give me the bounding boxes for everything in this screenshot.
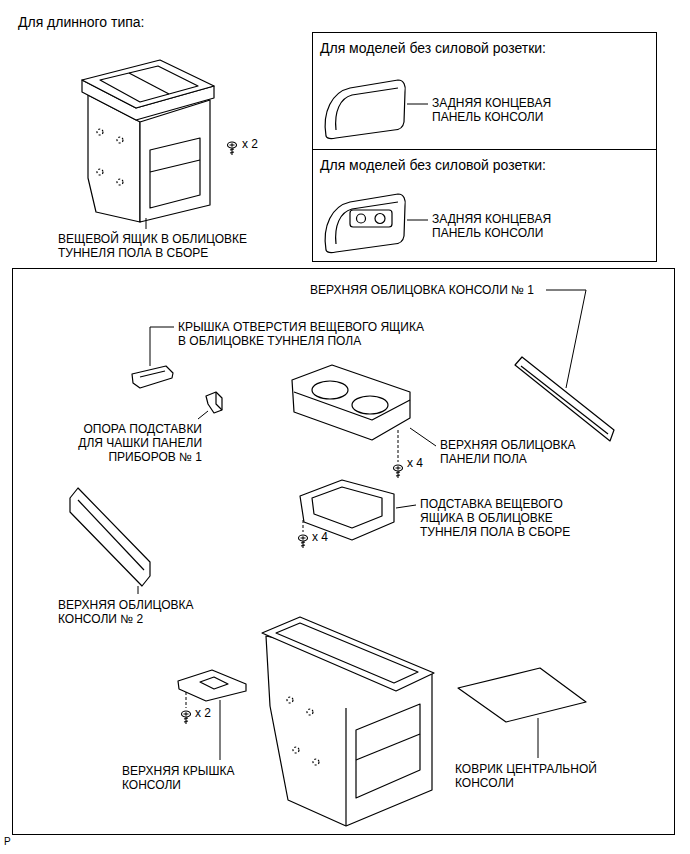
part-outline [276,623,418,683]
screw-icon [228,142,237,148]
end-panel-plain [325,80,405,139]
quantity-label: x 4 [407,456,423,470]
part-outline [307,709,313,715]
part-label: ВЕРХНЯЯ ОБЛИЦОВКА КОНСОЛИ № 1 [310,283,534,297]
leader-line [198,411,208,419]
part-outline [140,371,165,377]
leader-line [538,718,539,758]
variant-heading: Для моделей без силовой розетки: [320,40,546,57]
part-label: ВЕЩЕВОЙ ЯЩИК В ОБЛИЦОВКЕ ТУННЕЛЯ ПОЛА В … [58,232,278,260]
leader-line [303,520,304,532]
part-outline [352,396,388,414]
quantity-label: x 2 [195,706,211,720]
console-long-type [82,60,214,108]
part-outline [356,734,420,760]
variant-panel: Для моделей без силовой розетки: ЗАДНЯЯ К… [312,32,657,150]
part-outline [178,670,246,701]
part-outline [521,366,608,434]
screw-icon [396,466,401,470]
variant-heading: Для моделей без силовой розетки: [320,157,546,174]
part-outline [458,668,586,722]
leader-line [146,218,147,229]
leader-line [407,220,428,221]
quantity-label: x 4 [312,530,328,544]
part-outline [216,392,222,410]
screw-icon [228,142,237,155]
part-label: ВЕРХНЯЯ ОБЛИЦОВКА КОНСОЛИ № 2 [58,598,218,626]
part-label: ОПОРА ПОДСТАВКИ ДЛЯ ЧАШКИ ПАНЕЛИ ПРИБОРО… [60,422,202,464]
end-panel-socket [357,214,366,223]
leader-line [138,290,586,760]
figure-code: P [4,836,11,848]
screw-icon [182,711,191,717]
part-outline [292,365,410,440]
console-long-type [140,100,210,222]
screw-icon [184,712,189,716]
leader-line [186,692,187,708]
part-outline [287,697,293,703]
part-outline [313,759,319,765]
console-long-type [150,138,200,208]
part-outline [293,747,299,753]
leader-line [407,104,428,105]
console-long-type [97,169,103,175]
screw-icon [301,536,306,540]
end-panel-socket [325,194,405,253]
part-label: ВЕРХНЯЯ КРЫШКА КОНСОЛИ [122,764,252,792]
part-label: ЗАДНЯЯ КОНЦЕВАЯ ПАНЕЛЬ КОНСОЛИ [432,96,572,124]
part-outline [78,500,144,570]
console-long-type [117,137,123,143]
screw-icon [299,535,308,548]
part-outline [345,708,346,826]
variant-heading: Для длинного типа: [18,14,145,31]
screw-icon [394,465,403,471]
end-panel-socket [350,210,392,227]
leader-line [220,700,221,760]
end-panel-socket [336,202,398,244]
leader-line [396,505,416,508]
part-outline [200,677,228,689]
end-panel-plain [336,88,398,130]
end-panel-socket [325,194,405,253]
end-panel-socket [375,214,385,224]
leader-line [150,327,174,366]
console-long-type [82,60,214,222]
console-long-type [97,129,103,135]
console-long-type [117,179,123,185]
console-long-type [100,66,198,102]
parts-group-frame: ВЕРХНЯЯ ОБЛИЦОВКА КОНСОЛИ № 1 КРЫШКА ОТВЕ… [12,268,675,835]
screw-icon [230,143,235,147]
console-long-type [129,73,169,94]
part-outline [356,704,420,798]
part-label: КОВРИК ЦЕНТРАЛЬНОЙ КОНСОЛИ [455,762,620,790]
variant-panel: Для моделей без силовой розетки: ЗАДНЯЯ К… [312,149,657,262]
quantity-label: x 2 [242,137,258,151]
part-outline [70,488,150,586]
part-outline [294,392,410,420]
part-label: ВЕРХНЯЯ ОБЛИЦОВКА ПАНЕЛИ ПОЛА [440,438,600,466]
part-outline [206,392,222,413]
part-outline [262,617,434,691]
part-label: ЗАДНЯЯ КОНЦЕВАЯ ПАНЕЛЬ КОНСОЛИ [432,212,572,240]
part-outline [515,357,614,441]
end-panel-plain [325,80,405,139]
leader-line [410,428,436,446]
part-outline [312,487,382,528]
screw-icon [394,465,403,478]
part-outline [132,366,173,388]
part-label: КРЫШКА ОТВЕРСТИЯ ВЕЩЕВОГО ЯЩИКА В ОБЛИЦО… [178,320,433,348]
console-long-type [150,160,200,172]
leader-line [138,586,139,594]
screw-icon [182,711,191,724]
part-outline [312,381,348,399]
leader-line [546,290,586,388]
leader-line [398,430,399,462]
part-label: ПОДСТАВКА ВЕЩЕВОГО ЯЩИКА В ОБЛИЦОВКЕ ТУН… [420,497,580,539]
screw-icon [299,535,308,541]
